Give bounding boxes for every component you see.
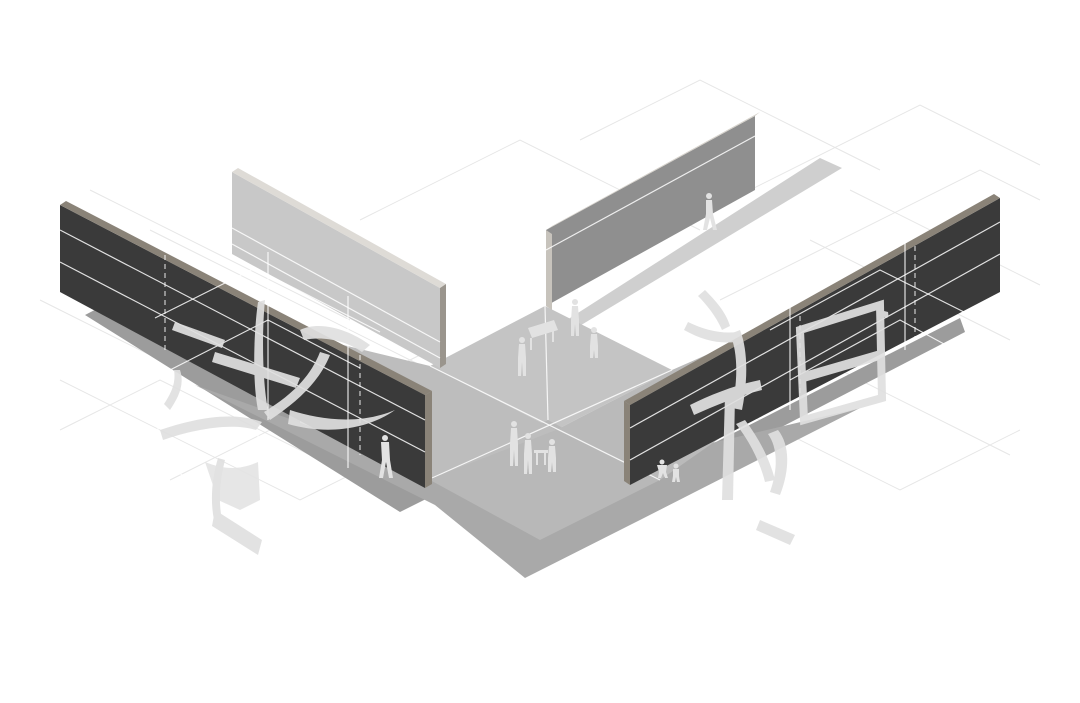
person-silhouette <box>571 299 579 336</box>
wall-front-right <box>624 194 1011 485</box>
floor-plaza-upper <box>430 306 672 430</box>
wall-back-right <box>545 112 760 310</box>
figures <box>379 193 717 482</box>
person-silhouette <box>379 435 393 478</box>
calligraphy-right <box>684 290 889 545</box>
group-at-table <box>510 421 556 474</box>
piano <box>528 320 558 350</box>
person-silhouette <box>518 337 526 376</box>
person-silhouette <box>590 327 598 358</box>
child-silhouette <box>657 459 680 482</box>
person-silhouette <box>703 193 717 230</box>
wall-front-left <box>59 201 432 516</box>
floor-slab-base <box>195 385 860 578</box>
calligraphy-left <box>160 300 395 555</box>
wall-back-left <box>231 168 446 368</box>
